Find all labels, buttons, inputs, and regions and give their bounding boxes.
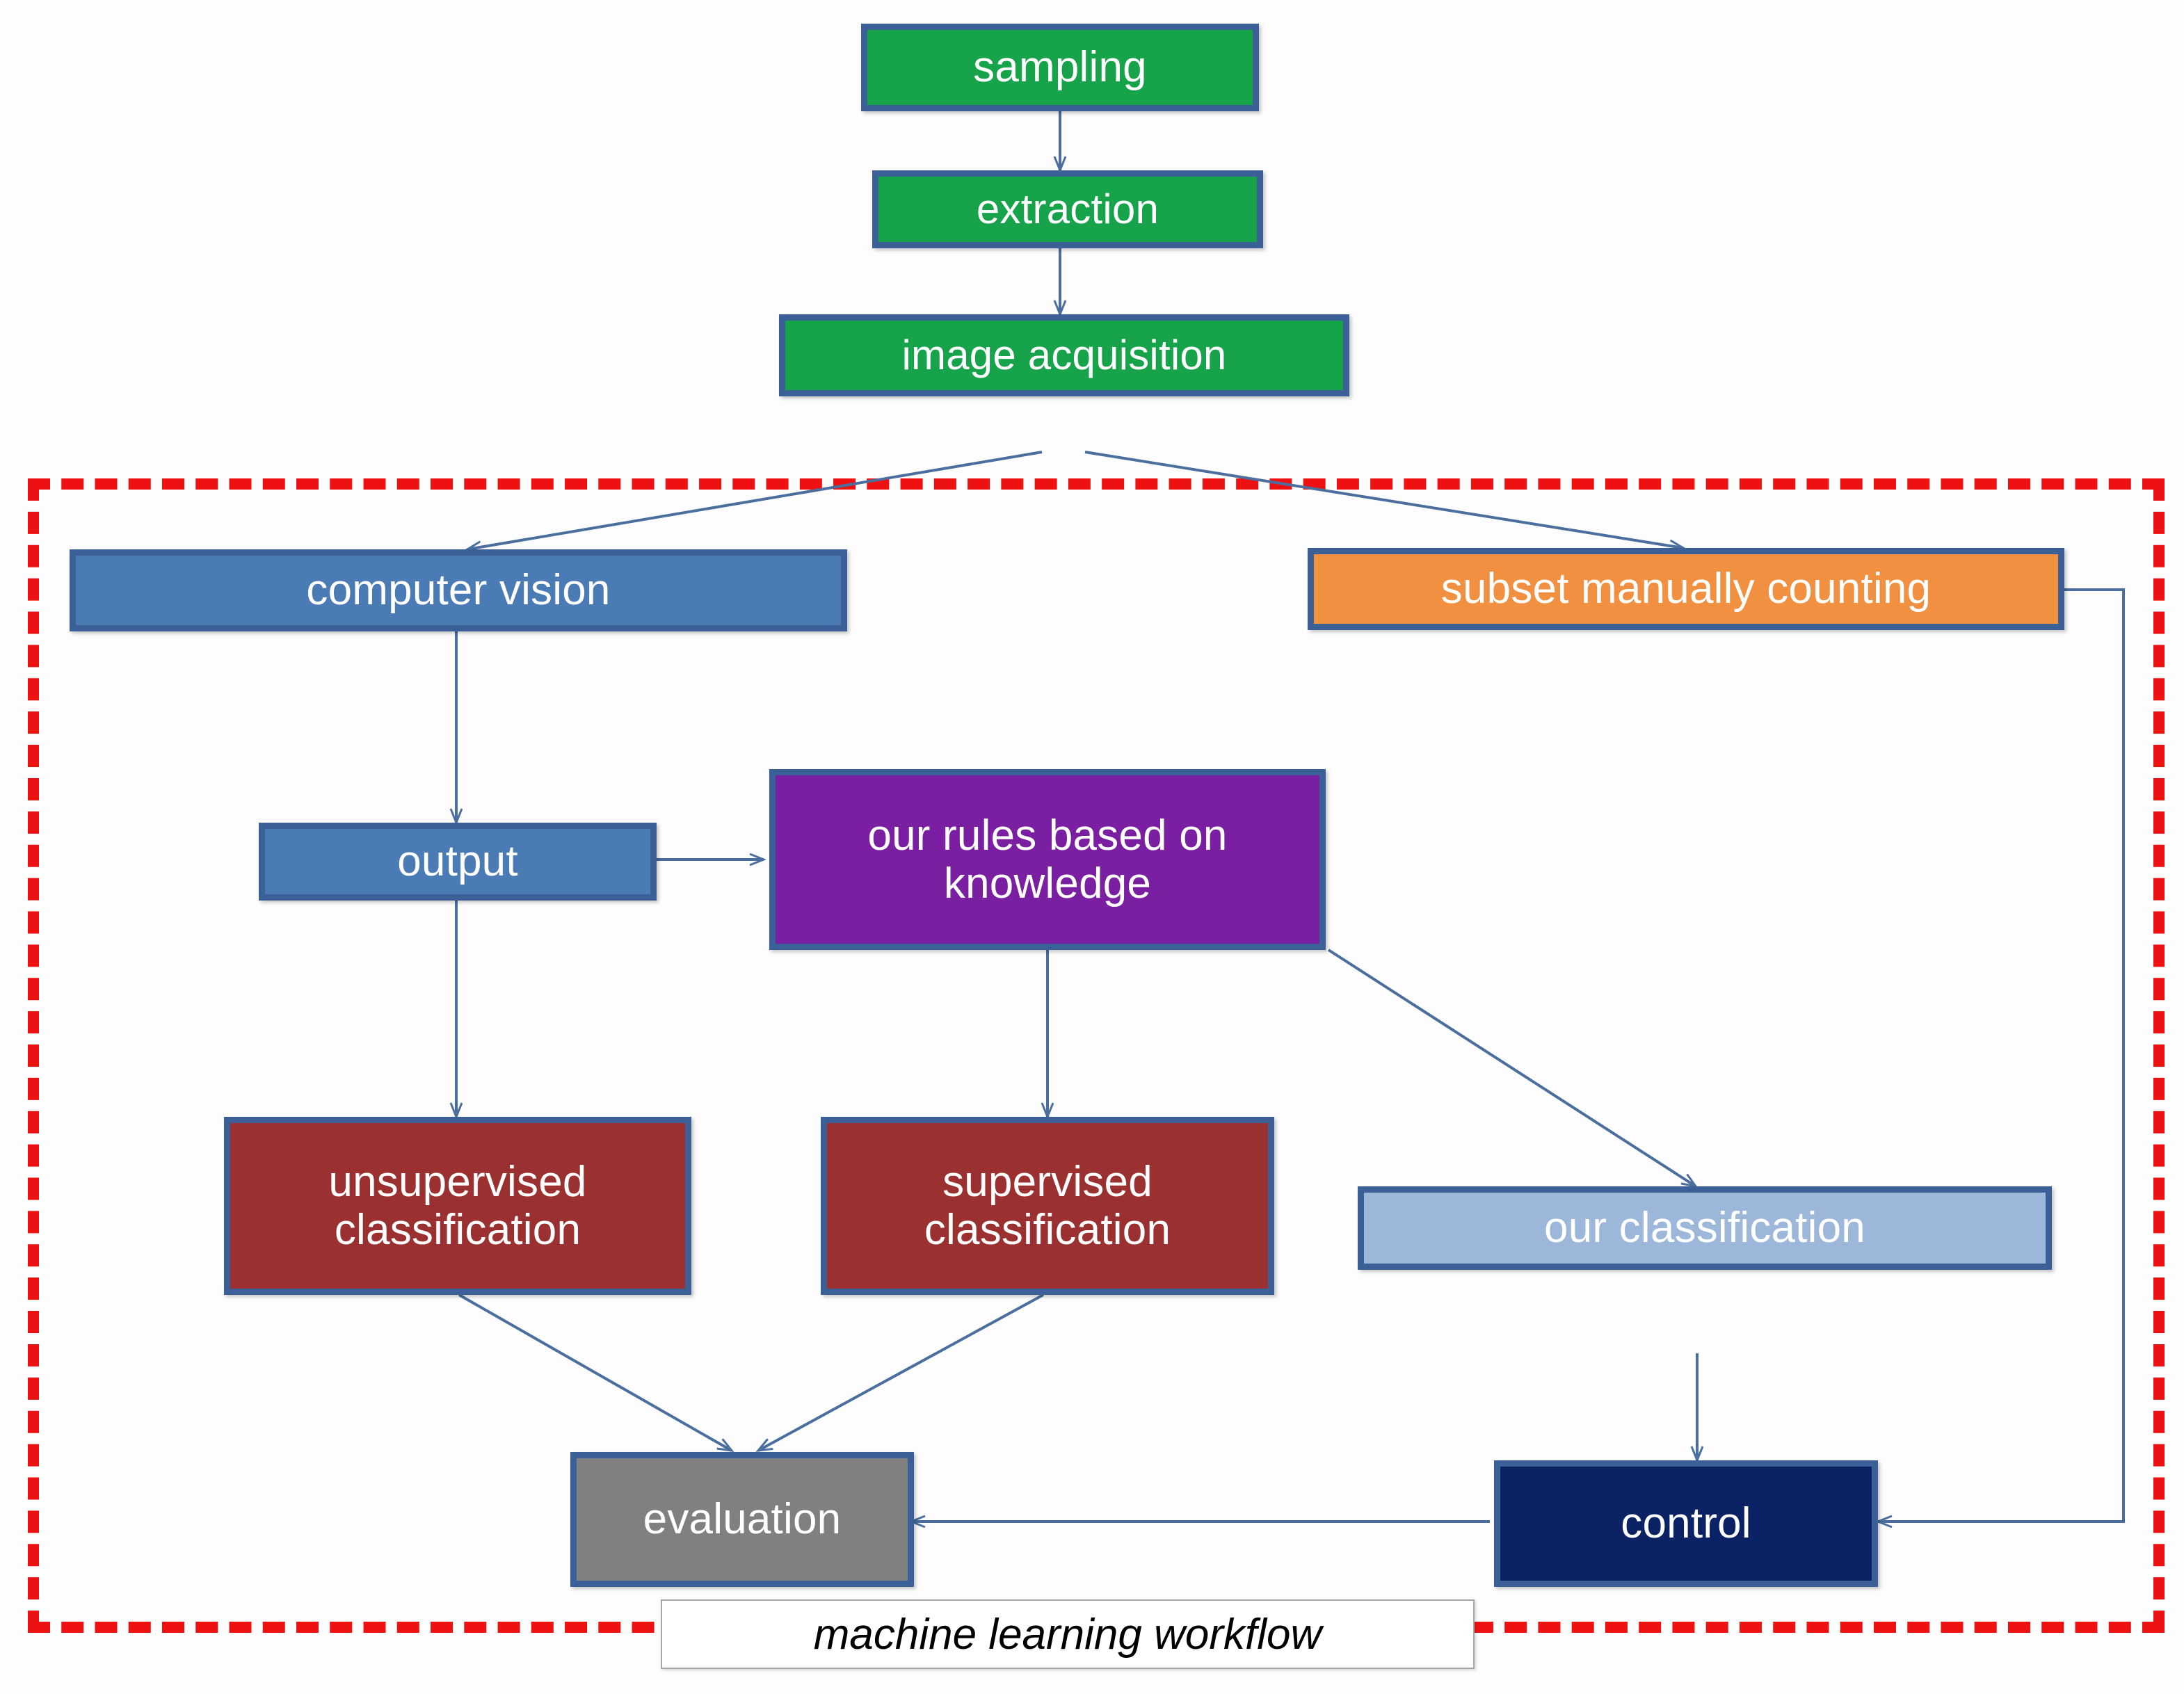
node-our-classification-label: our classification — [1544, 1204, 1865, 1252]
node-extraction[interactable]: extraction — [872, 170, 1263, 248]
node-subset-manually-counting-label: subset manually counting — [1440, 565, 1932, 613]
machine-learning-workflow-region — [28, 478, 2165, 1633]
node-supervised-classification[interactable]: supervised classification — [821, 1117, 1274, 1295]
node-image-acquisition-label: image acquisition — [901, 332, 1227, 379]
node-sampling-label: sampling — [973, 43, 1147, 92]
region-caption-machine-learning-workflow: machine learning workflow — [661, 1599, 1475, 1669]
node-evaluation-label: evaluation — [643, 1495, 842, 1544]
node-output[interactable]: output — [259, 823, 657, 901]
node-output-label: output — [397, 837, 518, 886]
region-caption-label: machine learning workflow — [813, 1610, 1322, 1659]
node-our-classification[interactable]: our classification — [1358, 1186, 2052, 1270]
node-supervised-classification-label: supervised classification — [924, 1157, 1171, 1254]
node-our-rules-based-on-knowledge[interactable]: our rules based on knowledge — [769, 769, 1326, 950]
node-control-label: control — [1621, 1499, 1751, 1548]
node-extraction-label: extraction — [976, 186, 1159, 233]
node-unsupervised-classification[interactable]: unsupervised classification — [224, 1117, 691, 1295]
node-our-rules-based-on-knowledge-label: our rules based on knowledge — [867, 811, 1228, 908]
node-computer-vision-label: computer vision — [306, 566, 611, 615]
node-image-acquisition[interactable]: image acquisition — [779, 314, 1349, 396]
node-subset-manually-counting[interactable]: subset manually counting — [1308, 548, 2064, 630]
node-unsupervised-classification-label: unsupervised classification — [328, 1157, 587, 1254]
node-control[interactable]: control — [1494, 1460, 1878, 1587]
node-computer-vision[interactable]: computer vision — [70, 549, 847, 631]
node-evaluation[interactable]: evaluation — [570, 1452, 914, 1587]
node-sampling[interactable]: sampling — [861, 24, 1259, 111]
